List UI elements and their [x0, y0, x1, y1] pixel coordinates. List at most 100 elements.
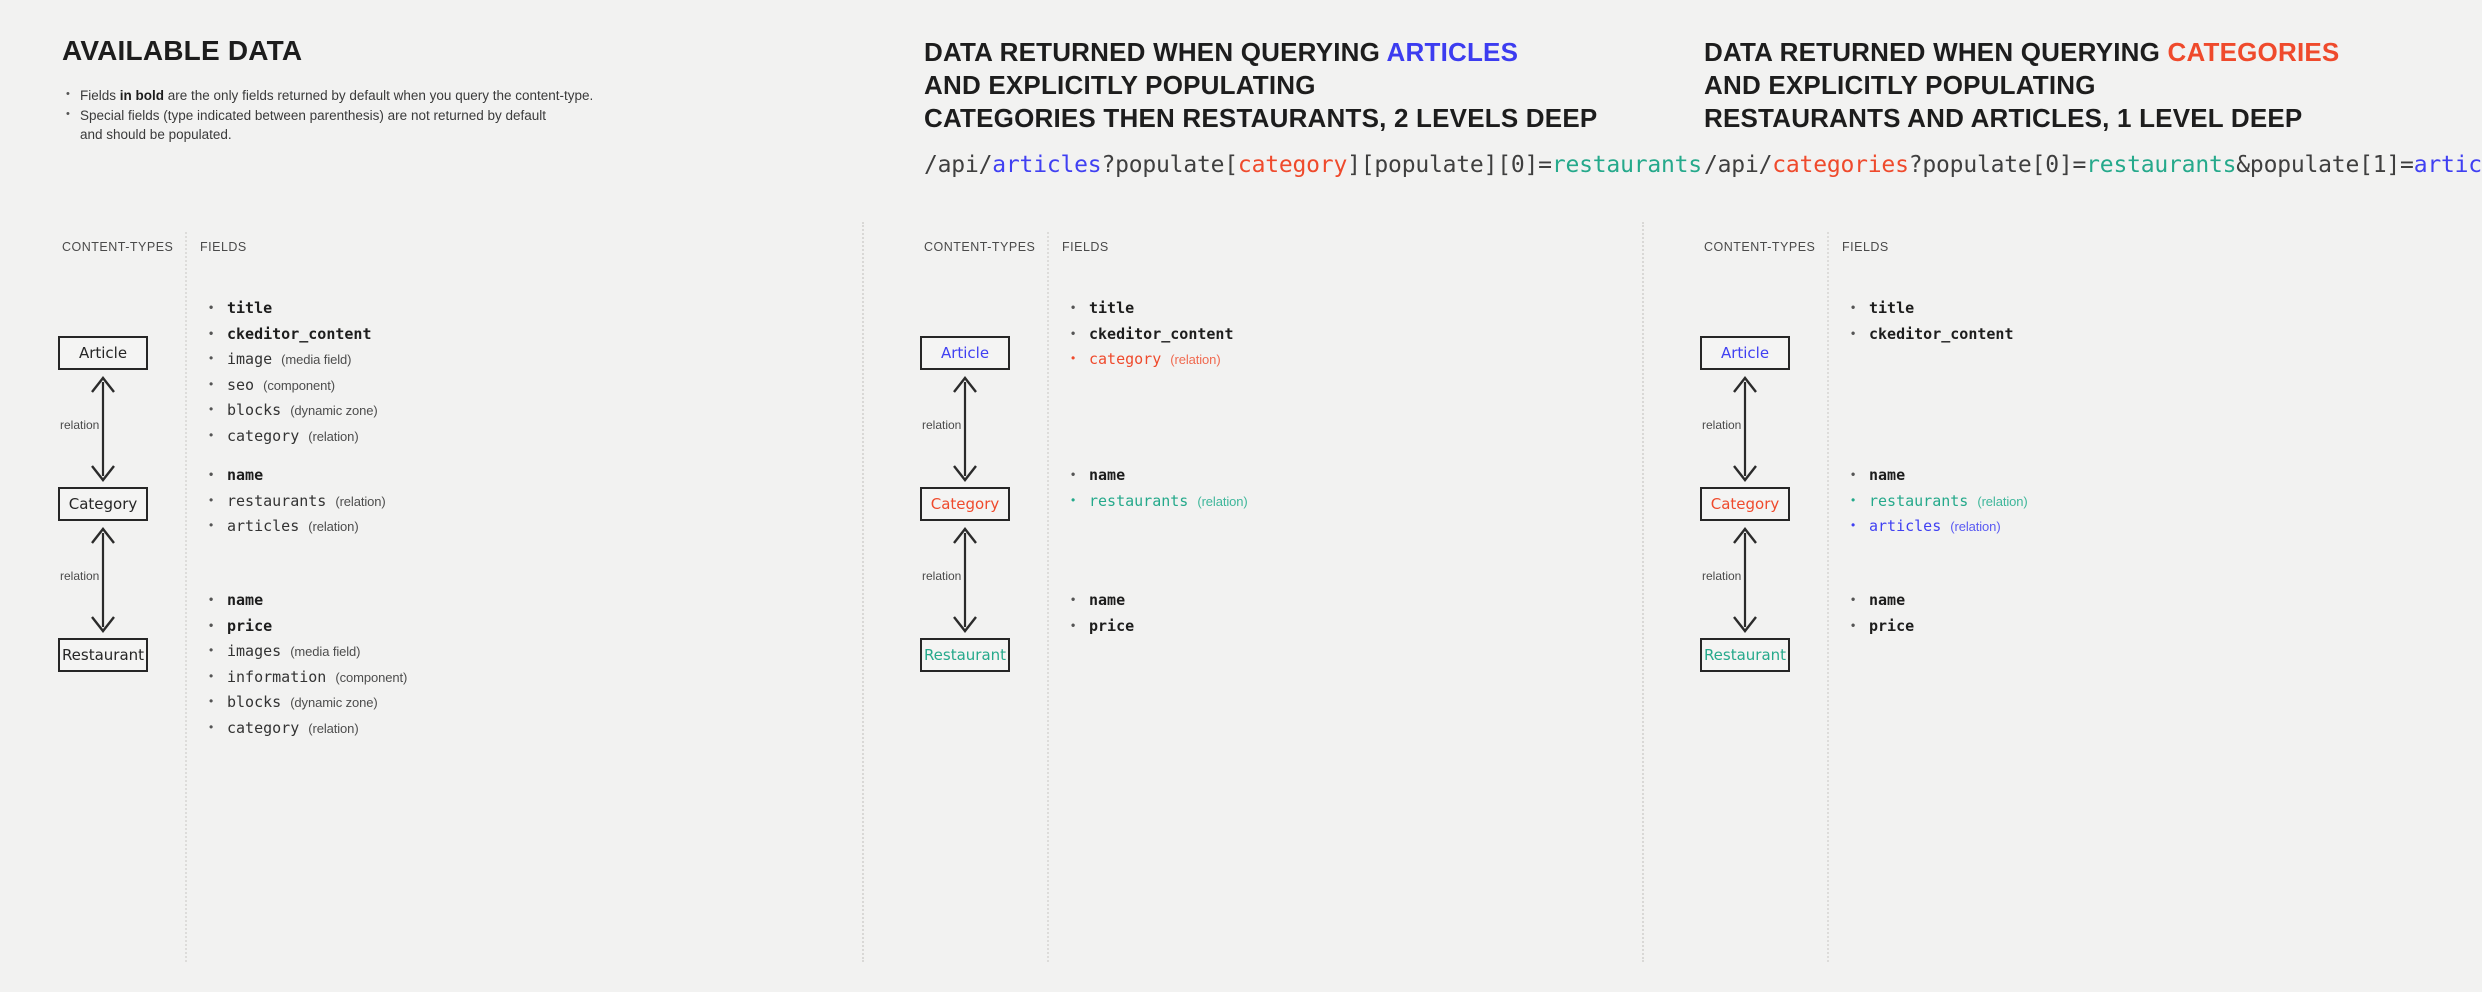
fields-article: titleckeditor_contentimage(media field)s…: [205, 295, 378, 450]
node-article[interactable]: Article: [920, 336, 1010, 370]
field-type: (relation): [308, 720, 359, 736]
node-restaurant[interactable]: Restaurant: [1700, 638, 1790, 672]
node-article[interactable]: Article: [58, 336, 148, 370]
field-name: restaurants: [1089, 491, 1189, 510]
field-item: price: [205, 613, 407, 640]
field-item: name: [1847, 462, 2028, 489]
node-category[interactable]: Category: [1700, 487, 1790, 521]
panel3-title-line2: AND EXPLICITLY POPULATING: [1704, 70, 2096, 100]
note1-pre: Fields: [80, 88, 120, 103]
field-name: name: [1869, 466, 1906, 484]
edge-label-relation: relation: [1702, 569, 1742, 583]
field-name: category: [227, 426, 300, 445]
field-type: (media field): [290, 644, 361, 659]
field-name: name: [1869, 591, 1906, 609]
inner-separator: [185, 232, 187, 962]
panel2-title-pre: DATA RETURNED WHEN QUERYING: [924, 37, 1387, 67]
field-name: restaurants: [1869, 491, 1969, 510]
panel3-title-accent: CATEGORIES: [2167, 37, 2340, 67]
field-item: name: [1067, 462, 1248, 489]
field-name: name: [227, 591, 264, 609]
url-segment: /api/: [924, 152, 993, 178]
field-item: ckeditor_content: [1067, 321, 1234, 348]
field-name: price: [1089, 616, 1135, 635]
field-item: category(relation): [205, 423, 378, 450]
field-item: restaurants (relation): [1847, 488, 2028, 515]
field-item: category(relation): [1067, 346, 1234, 373]
panel1-notes: Fields in bold are the only fields retur…: [62, 85, 593, 145]
fields-category: name restaurants (relation) articles (relati…: [205, 462, 386, 540]
url-segment: articles: [2413, 152, 2482, 178]
edge-article-category: relation: [920, 370, 1030, 530]
url-segment: category: [1237, 152, 1348, 178]
field-item: articles (relation): [205, 513, 386, 540]
fields-restaurant: name price images (media field) information (…: [205, 587, 407, 742]
field-name: category: [1089, 350, 1162, 368]
field-name: ckeditor_content: [1089, 324, 1234, 343]
field-name: name: [227, 466, 264, 484]
panel-separator-2: [1642, 222, 1644, 962]
fields-restaurant: name price: [1067, 587, 1135, 639]
field-name: restaurants: [227, 491, 327, 510]
url-segment: articles: [992, 152, 1102, 178]
field-name: category: [227, 718, 300, 737]
field-item: articles(relation): [1847, 513, 2028, 540]
field-type: (relation): [1977, 493, 2028, 509]
field-type: (relation): [1197, 493, 1248, 509]
node-restaurant[interactable]: Restaurant: [58, 638, 148, 672]
field-item: title: [205, 295, 378, 322]
note-item: Special fields (type indicated between p…: [66, 105, 593, 144]
field-item: image(media field): [205, 346, 378, 373]
fields-category: name restaurants (relation): [1067, 462, 1248, 515]
panel2-title-line2: AND EXPLICITLY POPULATING: [924, 70, 1316, 100]
field-type: (relation): [335, 493, 386, 509]
caption-fields: FIELDS: [200, 240, 247, 254]
node-article[interactable]: Article: [1700, 336, 1790, 370]
panel2-title: DATA RETURNED WHEN QUERYING ARTICLES AND…: [924, 36, 1597, 135]
fields-category: name restaurants (relation) articles(relati…: [1847, 462, 2028, 540]
field-item: price: [1847, 613, 1914, 640]
caption-fields: FIELDS: [1842, 240, 1889, 254]
field-name: ckeditor_content: [1869, 324, 2014, 343]
node-category[interactable]: Category: [58, 487, 148, 521]
url-segment: restaurants: [1551, 152, 1702, 178]
field-name: price: [227, 616, 273, 635]
field-name: information: [227, 667, 327, 686]
edge-category-restaurant: relation: [1700, 521, 1810, 681]
field-name: name: [1089, 591, 1126, 609]
field-item: name: [1847, 587, 1914, 614]
edge-label-relation: relation: [922, 418, 962, 432]
edge-article-category: relation: [58, 370, 168, 530]
node-restaurant[interactable]: Restaurant: [920, 638, 1010, 672]
field-item: restaurants (relation): [205, 488, 386, 515]
panel-query-categories: DATA RETURNED WHEN QUERYING CATEGORIES A…: [1642, 0, 2482, 992]
field-item: name: [205, 462, 386, 489]
url-segment: categories: [1772, 152, 1909, 178]
field-type: (relation): [308, 519, 359, 534]
field-name: articles: [1869, 517, 1942, 535]
node-category[interactable]: Category: [920, 487, 1010, 521]
field-item: restaurants (relation): [1067, 488, 1248, 515]
field-name: articles: [227, 517, 300, 535]
fields-article: titleckeditor_content: [1847, 295, 2014, 347]
field-name: images: [227, 642, 282, 660]
note-item: Fields in bold are the only fields retur…: [66, 85, 593, 105]
edge-category-restaurant: relation: [58, 521, 168, 681]
edge-label-relation: relation: [922, 569, 962, 583]
panel3-title-line3: RESTAURANTS AND ARTICLES, 1 LEVEL DEEP: [1704, 103, 2303, 133]
panel-separator-1: [862, 222, 864, 962]
edge-label-relation: relation: [1702, 418, 1742, 432]
field-item: ckeditor_content: [205, 321, 378, 348]
panel1-title: AVAILABLE DATA: [62, 35, 303, 66]
edge-label-relation: relation: [60, 569, 100, 583]
panel2-title-accent: ARTICLES: [1386, 37, 1519, 67]
caption-fields: FIELDS: [1062, 240, 1109, 254]
url-segment: &populate[1]=: [2236, 152, 2414, 178]
field-item: name: [1067, 587, 1134, 614]
field-type: (component): [263, 377, 335, 393]
caption-content-types: CONTENT-TYPES: [924, 240, 1036, 254]
field-item: category (relation): [205, 715, 407, 742]
field-item: name: [205, 587, 407, 614]
field-item: blocks(dynamic zone): [205, 397, 378, 424]
